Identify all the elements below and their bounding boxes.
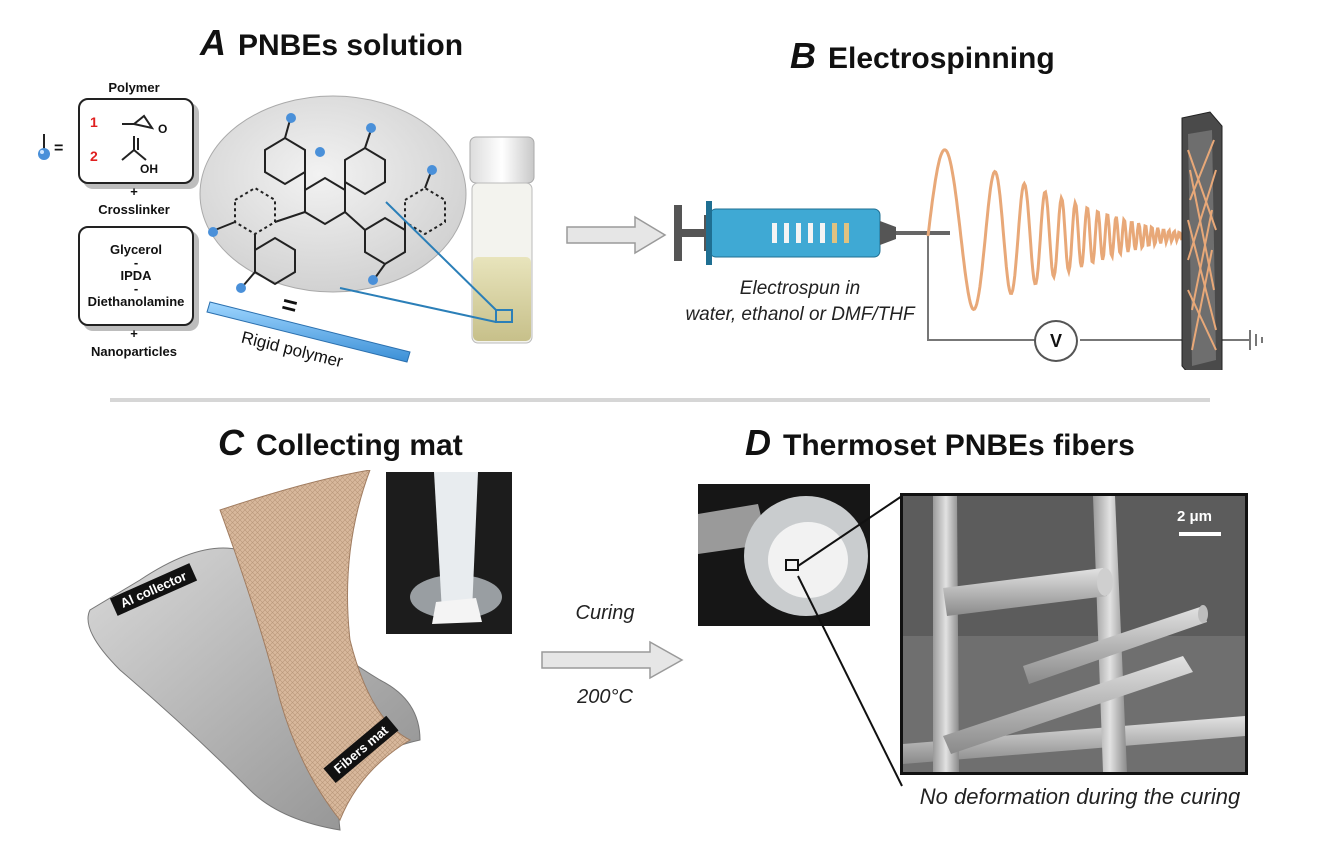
- panel-c-title: C Collecting mat: [218, 422, 463, 464]
- panel-a-title: A PNBEs solution: [200, 22, 463, 64]
- polymer-box: 1 2 O OH: [78, 98, 194, 184]
- polymer-structures: [121, 114, 155, 161]
- epoxide-o: O: [158, 122, 168, 136]
- polymer-index-1: 1: [90, 114, 98, 130]
- substituent-equals: =: [54, 140, 64, 157]
- panel-a-title-text: PNBEs solution: [238, 29, 464, 62]
- crosslinker-label: Crosslinker: [98, 202, 170, 217]
- curing-label: Curing: [575, 602, 635, 624]
- panel-a-letter: A: [200, 22, 226, 63]
- panel-d-title-text: Thermoset PNBEs fibers: [783, 429, 1135, 462]
- polymer-label: Polymer: [108, 80, 160, 95]
- crosslinker-ipda: IPDA: [120, 268, 152, 283]
- panel-d-letter: D: [745, 422, 771, 463]
- substituent-symbol: =: [30, 130, 70, 171]
- curing-temperature: 200°C: [577, 686, 633, 708]
- panel-c-letter: C: [218, 422, 244, 463]
- collecting-mat-photo: [386, 472, 512, 634]
- scale-bar-label: 2 μm: [1177, 508, 1213, 525]
- panel-b-letter: B: [790, 35, 816, 76]
- no-deformation-caption: No deformation during the curing: [919, 784, 1241, 809]
- electrospun-caption-line2: water, ethanol or DMF/THF: [685, 304, 915, 325]
- plus-2: +: [130, 326, 138, 341]
- voltmeter: V: [1034, 320, 1078, 362]
- syringe: [674, 201, 950, 265]
- rigid-polymer-rod: [206, 301, 411, 363]
- acid-oh: OH: [140, 162, 158, 176]
- nanoparticles-label: Nanoparticles: [91, 344, 177, 359]
- panel-d-title: D Thermoset PNBEs fibers: [745, 422, 1135, 464]
- cured-fibers-photo: [698, 484, 870, 626]
- panel-b-title-text: Electrospinning: [828, 42, 1055, 75]
- electrospinning-setup: [926, 111, 1263, 370]
- crosslinker-box: Glycerol - IPDA - Diethanolamine: [78, 226, 194, 326]
- arrow-c-to-d: [541, 640, 684, 680]
- zoom-lines-a: [339, 201, 497, 323]
- panel-b-title: B Electrospinning: [790, 35, 1055, 77]
- electrospun-caption-line1: Electrospun in: [739, 278, 861, 299]
- polymer-ellipse: [199, 95, 467, 293]
- section-divider: [110, 398, 1210, 402]
- zoom-lines-d: [797, 495, 903, 787]
- polymer-index-2: 2: [90, 148, 98, 164]
- crosslinker-glycerol: Glycerol: [109, 242, 163, 257]
- crosslinker-sep-2: -: [133, 281, 139, 296]
- crosslinker-diethanolamine: Diethanolamine: [87, 294, 185, 309]
- sem-image: 2 μm: [900, 493, 1248, 775]
- plus-1: +: [130, 184, 138, 199]
- crosslinker-sep-1: -: [133, 255, 139, 270]
- panel-c-title-text: Collecting mat: [256, 429, 463, 462]
- arrow-a-to-b: [566, 215, 667, 255]
